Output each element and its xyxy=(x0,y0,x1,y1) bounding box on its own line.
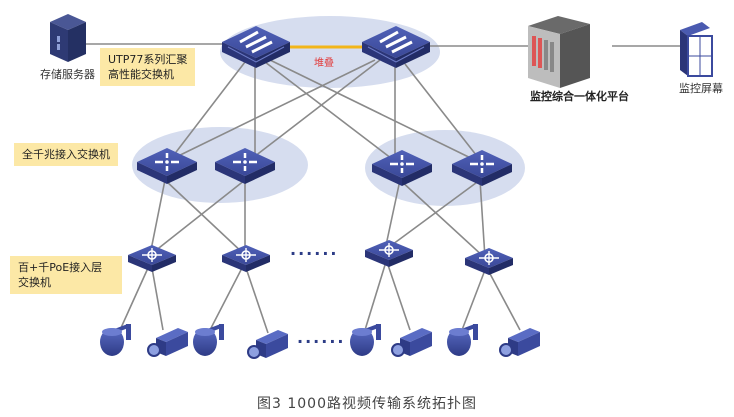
core-switch-label-line2: 高性能交换机 xyxy=(108,68,174,81)
link xyxy=(269,59,486,166)
gigabit-switch-3-icon[interactable] xyxy=(372,150,432,186)
figure-caption: 图3 1000路视频传输系统拓扑图 xyxy=(257,396,477,412)
box-camera-1-icon[interactable] xyxy=(147,328,188,357)
core-switch-1-icon[interactable] xyxy=(222,26,290,68)
poe-switch-1-icon[interactable] xyxy=(128,245,176,272)
link xyxy=(399,179,486,259)
link xyxy=(461,269,486,331)
monitor-platform-icon[interactable] xyxy=(528,16,590,88)
poe-access-label-line1: 百+千PoE接入层 xyxy=(18,261,103,274)
link xyxy=(404,63,481,161)
link xyxy=(387,264,411,331)
gigabit-switch-2-icon[interactable] xyxy=(215,148,275,184)
gigabit-switch-4-icon[interactable] xyxy=(452,150,512,186)
more-switches-ellipsis: ...... xyxy=(290,240,339,259)
dome-camera-4-icon[interactable] xyxy=(447,324,478,356)
poe-access-label-line2: 交换机 xyxy=(18,276,51,289)
box-camera-2-icon[interactable] xyxy=(247,330,288,359)
link xyxy=(149,179,246,256)
box-camera-4-icon[interactable] xyxy=(499,328,540,357)
links xyxy=(85,43,680,334)
link xyxy=(245,267,269,334)
gigabit-switch-1-icon[interactable] xyxy=(137,148,197,184)
link xyxy=(169,59,376,161)
poe-switch-2-icon[interactable] xyxy=(222,245,270,272)
link xyxy=(364,264,386,331)
agg-halo-right xyxy=(365,130,525,206)
link xyxy=(164,179,246,256)
dome-camera-2-icon[interactable] xyxy=(193,324,224,356)
link xyxy=(479,179,486,259)
link xyxy=(384,179,401,251)
monitor-screen-label: 监控屏幕 xyxy=(679,82,723,95)
link xyxy=(169,61,246,161)
core-switch-2-icon[interactable] xyxy=(362,26,430,68)
dome-camera-1-icon[interactable] xyxy=(100,324,131,356)
link xyxy=(209,267,243,331)
link xyxy=(151,267,164,331)
link xyxy=(487,269,521,331)
monitor-screen-icon[interactable] xyxy=(680,22,713,77)
storage-server-icon[interactable] xyxy=(50,14,86,62)
poe-switch-3-icon[interactable] xyxy=(365,240,413,267)
storage-server-label: 存储服务器 xyxy=(40,68,95,81)
more-cameras-ellipsis: ...... xyxy=(297,328,346,347)
stack-label: 堆叠 xyxy=(314,58,334,69)
link xyxy=(249,59,381,161)
core-switch-label: UTP77系列汇聚 高性能交换机 xyxy=(100,48,196,86)
dome-camera-3-icon[interactable] xyxy=(350,324,381,356)
poe-access-label: 百+千PoE接入层 交换机 xyxy=(10,256,122,294)
monitor-platform-label: 监控综合一体化平台 xyxy=(530,90,629,103)
link xyxy=(119,267,149,331)
link xyxy=(264,61,401,166)
link xyxy=(149,179,166,256)
box-camera-3-icon[interactable] xyxy=(391,328,432,357)
poe-switch-4-icon[interactable] xyxy=(465,248,513,275)
link xyxy=(384,179,481,251)
core-switch-label-line1: UTP77系列汇聚 xyxy=(108,53,188,66)
gigabit-access-label: 全千兆接入交换机 xyxy=(14,143,118,166)
